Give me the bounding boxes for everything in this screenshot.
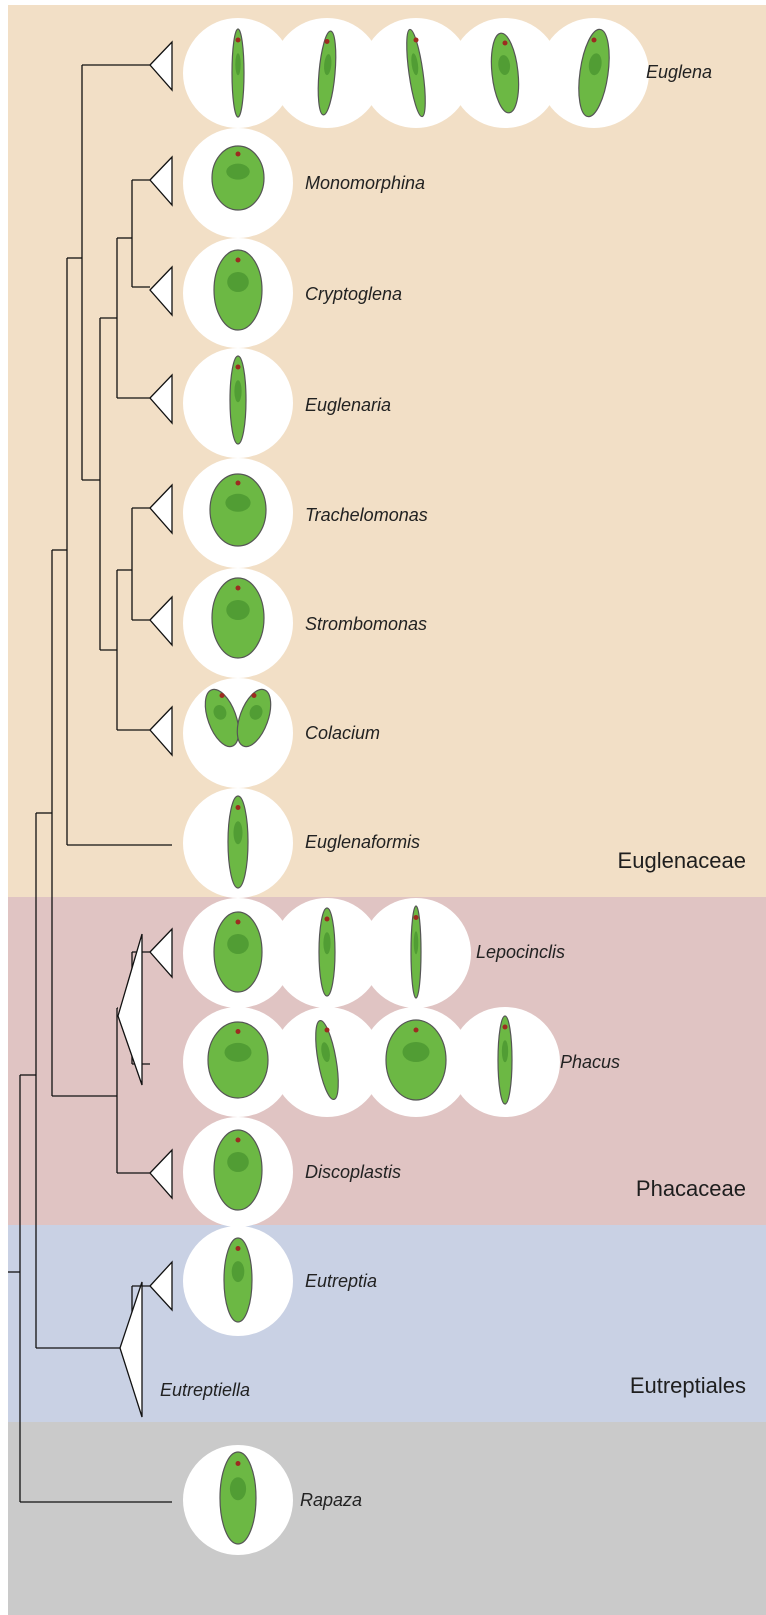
taxon-label-trachelomonas: Trachelomonas — [305, 505, 428, 526]
cell-drawing-eyespot — [503, 1025, 508, 1030]
cell-drawing-eyespot — [236, 1029, 241, 1034]
taxon-label-cryptoglena: Cryptoglena — [305, 284, 402, 305]
cell-drawing-eyespot — [592, 38, 597, 43]
cell-drawing-eyespot — [414, 1028, 419, 1033]
cell-drawing-detail — [234, 821, 243, 844]
cell-drawing-eyespot — [503, 41, 508, 46]
cell-drawing-eyespot — [236, 1246, 241, 1251]
taxon-label-eutreptia: Eutreptia — [305, 1271, 377, 1292]
taxon-label-discoplastis: Discoplastis — [305, 1162, 401, 1183]
cell-drawing-detail — [225, 1043, 252, 1062]
taxon-label-euglenaria: Euglenaria — [305, 395, 391, 416]
cell-drawing-detail — [234, 380, 241, 402]
collapsed-clade-triangle — [150, 597, 172, 645]
collapsed-clade-triangle — [150, 1150, 172, 1198]
cell-drawing-eyespot — [236, 586, 241, 591]
cell-drawing-detail — [227, 1152, 249, 1172]
cell-drawing-eyespot — [236, 258, 241, 263]
cell-drawing-eyespot — [236, 1138, 241, 1143]
taxon-label-phacus: Phacus — [560, 1052, 620, 1073]
cell-drawing-eyespot — [220, 693, 225, 698]
collapsed-clade-triangle — [150, 157, 172, 205]
cell-drawing-eyespot — [252, 693, 257, 698]
taxon-label-eutreptiella: Eutreptiella — [160, 1380, 250, 1401]
cell-drawing-eyespot — [414, 915, 419, 920]
cell-drawing-detail — [403, 1042, 430, 1062]
cell-drawing-eyespot — [236, 38, 241, 43]
cell-drawing-eyespot — [236, 920, 241, 925]
taxon-label-colacium: Colacium — [305, 723, 380, 744]
collapsed-clade-triangle — [150, 707, 172, 755]
cell-drawing-detail — [235, 53, 240, 75]
taxon-label-strombomonas: Strombomonas — [305, 614, 427, 635]
taxon-label-euglena: Euglena — [646, 62, 712, 83]
taxon-label-euglenaformis: Euglenaformis — [305, 832, 420, 853]
collapsed-clade-triangle — [150, 485, 172, 533]
cell-drawing-detail — [232, 1261, 245, 1282]
taxon-label-monomorphina: Monomorphina — [305, 173, 425, 194]
cell-drawing-eyespot — [325, 1028, 330, 1033]
collapsed-clade-triangle — [150, 929, 172, 977]
collapsed-clade-triangle — [120, 1282, 142, 1417]
collapsed-clade-triangle — [150, 1262, 172, 1310]
taxon-label-rapaza: Rapaza — [300, 1490, 362, 1511]
cell-drawing-eyespot — [236, 152, 241, 157]
cell-drawing-detail — [227, 272, 249, 292]
collapsed-clade-triangle — [118, 934, 142, 1085]
cell-drawing-eyespot — [325, 917, 330, 922]
cell-drawing-detail — [226, 600, 249, 620]
taxon-label-lepocinclis: Lepocinclis — [476, 942, 565, 963]
cell-drawing-detail — [225, 494, 250, 512]
cell-drawing-detail — [502, 1040, 508, 1062]
collapsed-clade-triangle — [150, 375, 172, 423]
collapsed-clade-triangle — [150, 42, 172, 90]
collapsed-clade-triangle — [150, 267, 172, 315]
cell-drawing-detail — [230, 1477, 246, 1500]
cell-drawing-eyespot — [236, 1461, 241, 1466]
cell-drawing-detail — [323, 932, 330, 954]
cell-drawing-eyespot — [236, 365, 241, 370]
cell-drawing-detail — [226, 164, 249, 180]
cell-drawing-detail — [227, 934, 249, 954]
cell-drawing-eyespot — [236, 805, 241, 810]
cell-drawing-detail — [414, 931, 419, 954]
cell-drawing-eyespot — [236, 481, 241, 486]
cell-drawing-eyespot — [325, 39, 330, 44]
cell-drawing-eyespot — [414, 38, 419, 43]
